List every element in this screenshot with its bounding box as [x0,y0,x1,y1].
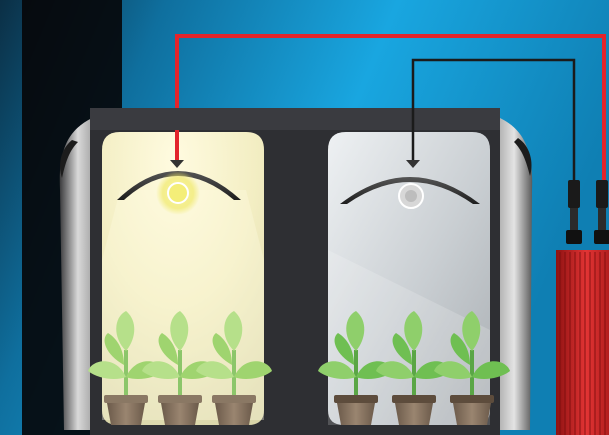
pot-icon [104,395,148,425]
ballast-icon [556,250,609,435]
bulb-icon [168,183,188,203]
pot-icon [212,395,256,425]
tent-frame-bottom [90,425,500,435]
pot-icon [450,395,494,425]
pot-icon [334,395,378,425]
bulb-off-center [405,190,417,202]
pot-icon [158,395,202,425]
pot-icon [392,395,436,425]
tent-frame-top [90,108,500,130]
tent-flap-right [496,118,532,430]
